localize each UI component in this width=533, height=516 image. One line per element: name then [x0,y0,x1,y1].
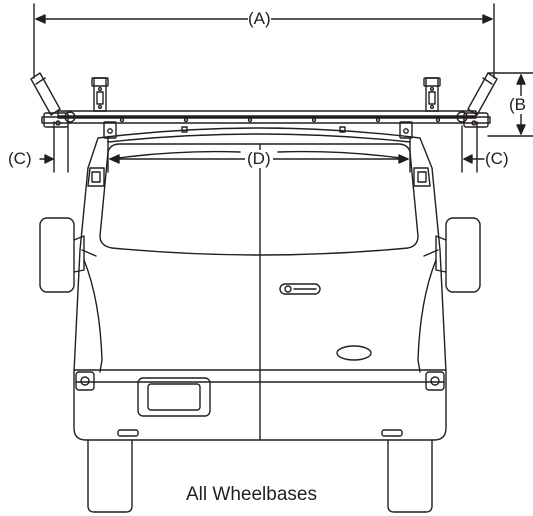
van-body [73,127,447,441]
left-wheel [87,439,133,513]
dimension-c-right-line [461,121,485,173]
right-wheel [387,439,433,513]
roof-rack [30,72,498,139]
caption: All Wheelbases [186,484,317,505]
right-mirror [435,217,481,293]
dimension-c-right-label: (C) [485,149,509,168]
dimension-d-label: (D) [245,149,273,168]
dimension-c-left-line [39,121,69,173]
dimension-c-left-label: (C) [8,149,32,168]
dimension-b-line [487,72,533,137]
dimension-a-label: (A) [248,9,271,28]
left-mirror [39,217,85,293]
dimension-b-label: (B [509,96,533,114]
